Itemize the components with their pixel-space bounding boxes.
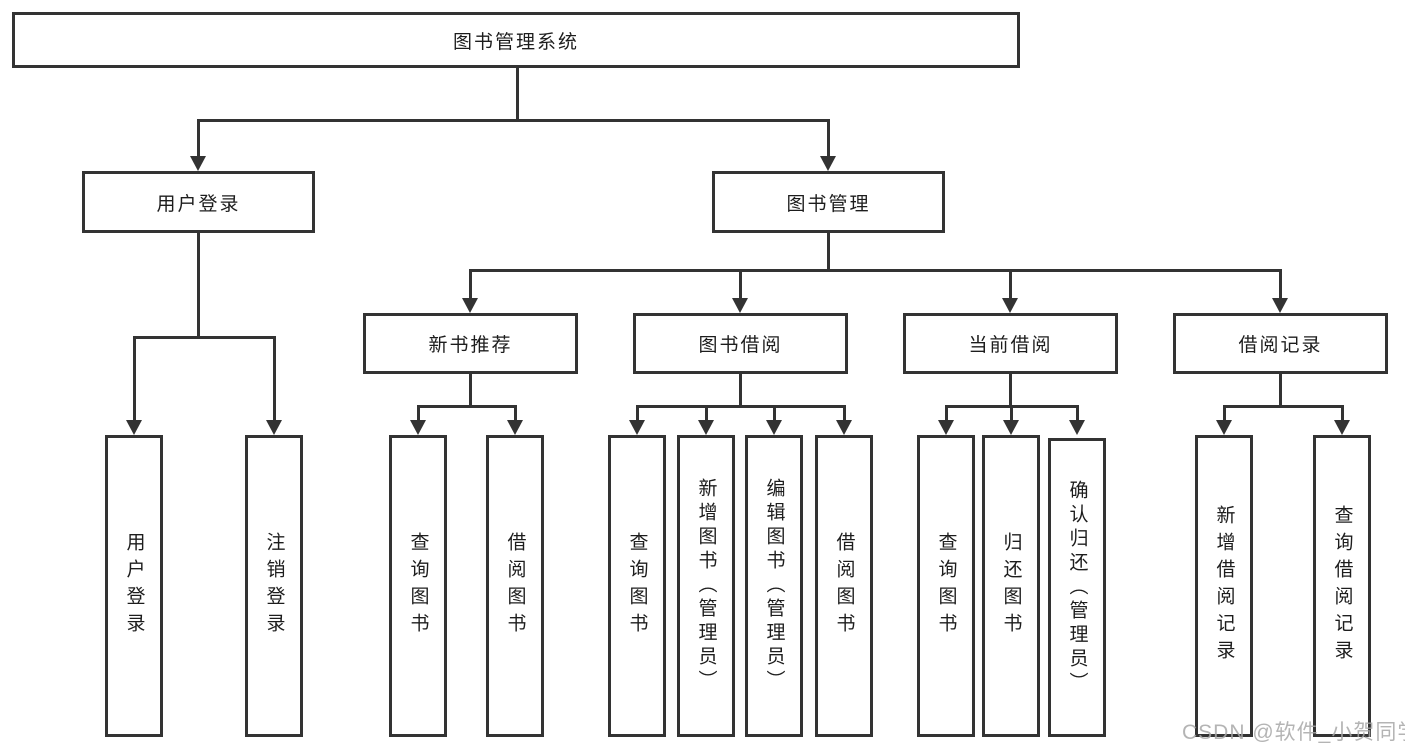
leaf-query-books: 查询图书 <box>608 435 666 737</box>
connector-vline <box>133 336 136 422</box>
connector-vline <box>1010 405 1013 422</box>
connector-vline <box>1279 269 1282 300</box>
connector-vline <box>1076 405 1079 422</box>
node-book-management: 图书管理 <box>712 171 945 233</box>
connector-arrow <box>462 298 478 313</box>
connector-arrow <box>507 420 523 435</box>
connector-arrow <box>1272 298 1288 313</box>
connector-arrow <box>938 420 954 435</box>
connector-arrow <box>1334 420 1350 435</box>
connector-vline <box>197 233 200 338</box>
connector-vline <box>1279 374 1282 407</box>
node-library-system: 图书管理系统 <box>12 12 1020 68</box>
leaf-logout: 注销登录 <box>245 435 303 737</box>
connector-vline <box>273 336 276 422</box>
connector-vline <box>516 68 519 121</box>
leaf-query-books: 查询图书 <box>389 435 447 737</box>
connector-arrow <box>1002 298 1018 313</box>
node-book-borrow: 图书借阅 <box>633 313 848 374</box>
connector-vline <box>827 233 830 271</box>
connector-vline <box>469 374 472 407</box>
node-current-borrow: 当前借阅 <box>903 313 1118 374</box>
connector-vline <box>514 405 517 422</box>
leaf-query-borrow-record: 查询借阅记录 <box>1313 435 1371 737</box>
node-new-book-recommend: 新书推荐 <box>363 313 578 374</box>
connector-arrow <box>126 420 142 435</box>
connector-vline <box>1009 374 1012 407</box>
connector-vline <box>827 119 830 159</box>
connector-arrow <box>410 420 426 435</box>
connector-hline <box>133 336 276 339</box>
connector-hline <box>636 405 846 408</box>
connector-vline <box>197 119 200 159</box>
connector-vline <box>773 405 776 422</box>
leaf-user-login: 用户登录 <box>105 435 163 737</box>
leaf-query-books: 查询图书 <box>917 435 975 737</box>
csdn-watermark: CSDN @软件_小贺同学 <box>1182 721 1405 744</box>
connector-vline <box>705 405 708 422</box>
connector-vline <box>1009 269 1012 300</box>
connector-hline <box>197 119 830 122</box>
leaf-add-book-admin: 新增图书（管理员） <box>677 435 735 737</box>
connector-arrow <box>1069 420 1085 435</box>
connector-arrow <box>266 420 282 435</box>
node-user-login: 用户登录 <box>82 171 315 233</box>
leaf-return-books: 归还图书 <box>982 435 1040 737</box>
leaf-confirm-return-admin: 确认归还（管理员） <box>1048 438 1106 737</box>
connector-vline <box>843 405 846 422</box>
connector-arrow <box>1216 420 1232 435</box>
connector-arrow <box>698 420 714 435</box>
leaf-add-borrow-record: 新增借阅记录 <box>1195 435 1253 737</box>
connector-arrow <box>836 420 852 435</box>
connector-hline <box>417 405 517 408</box>
connector-vline <box>417 405 420 422</box>
leaf-borrow-books: 借阅图书 <box>815 435 873 737</box>
connector-arrow <box>732 298 748 313</box>
connector-vline <box>739 269 742 300</box>
connector-hline <box>1223 405 1343 408</box>
connector-arrow <box>766 420 782 435</box>
connector-vline <box>1223 405 1226 422</box>
leaf-edit-book-admin: 编辑图书（管理员） <box>745 435 803 737</box>
connector-vline <box>1341 405 1344 422</box>
connector-vline <box>945 405 948 422</box>
connector-arrow <box>629 420 645 435</box>
connector-arrow <box>820 156 836 171</box>
connector-vline <box>739 374 742 407</box>
connector-arrow <box>1003 420 1019 435</box>
node-borrow-records: 借阅记录 <box>1173 313 1388 374</box>
connector-arrow <box>190 156 206 171</box>
leaf-borrow-books: 借阅图书 <box>486 435 544 737</box>
connector-vline <box>636 405 639 422</box>
connector-vline <box>469 269 472 300</box>
connector-hline <box>469 269 1282 272</box>
